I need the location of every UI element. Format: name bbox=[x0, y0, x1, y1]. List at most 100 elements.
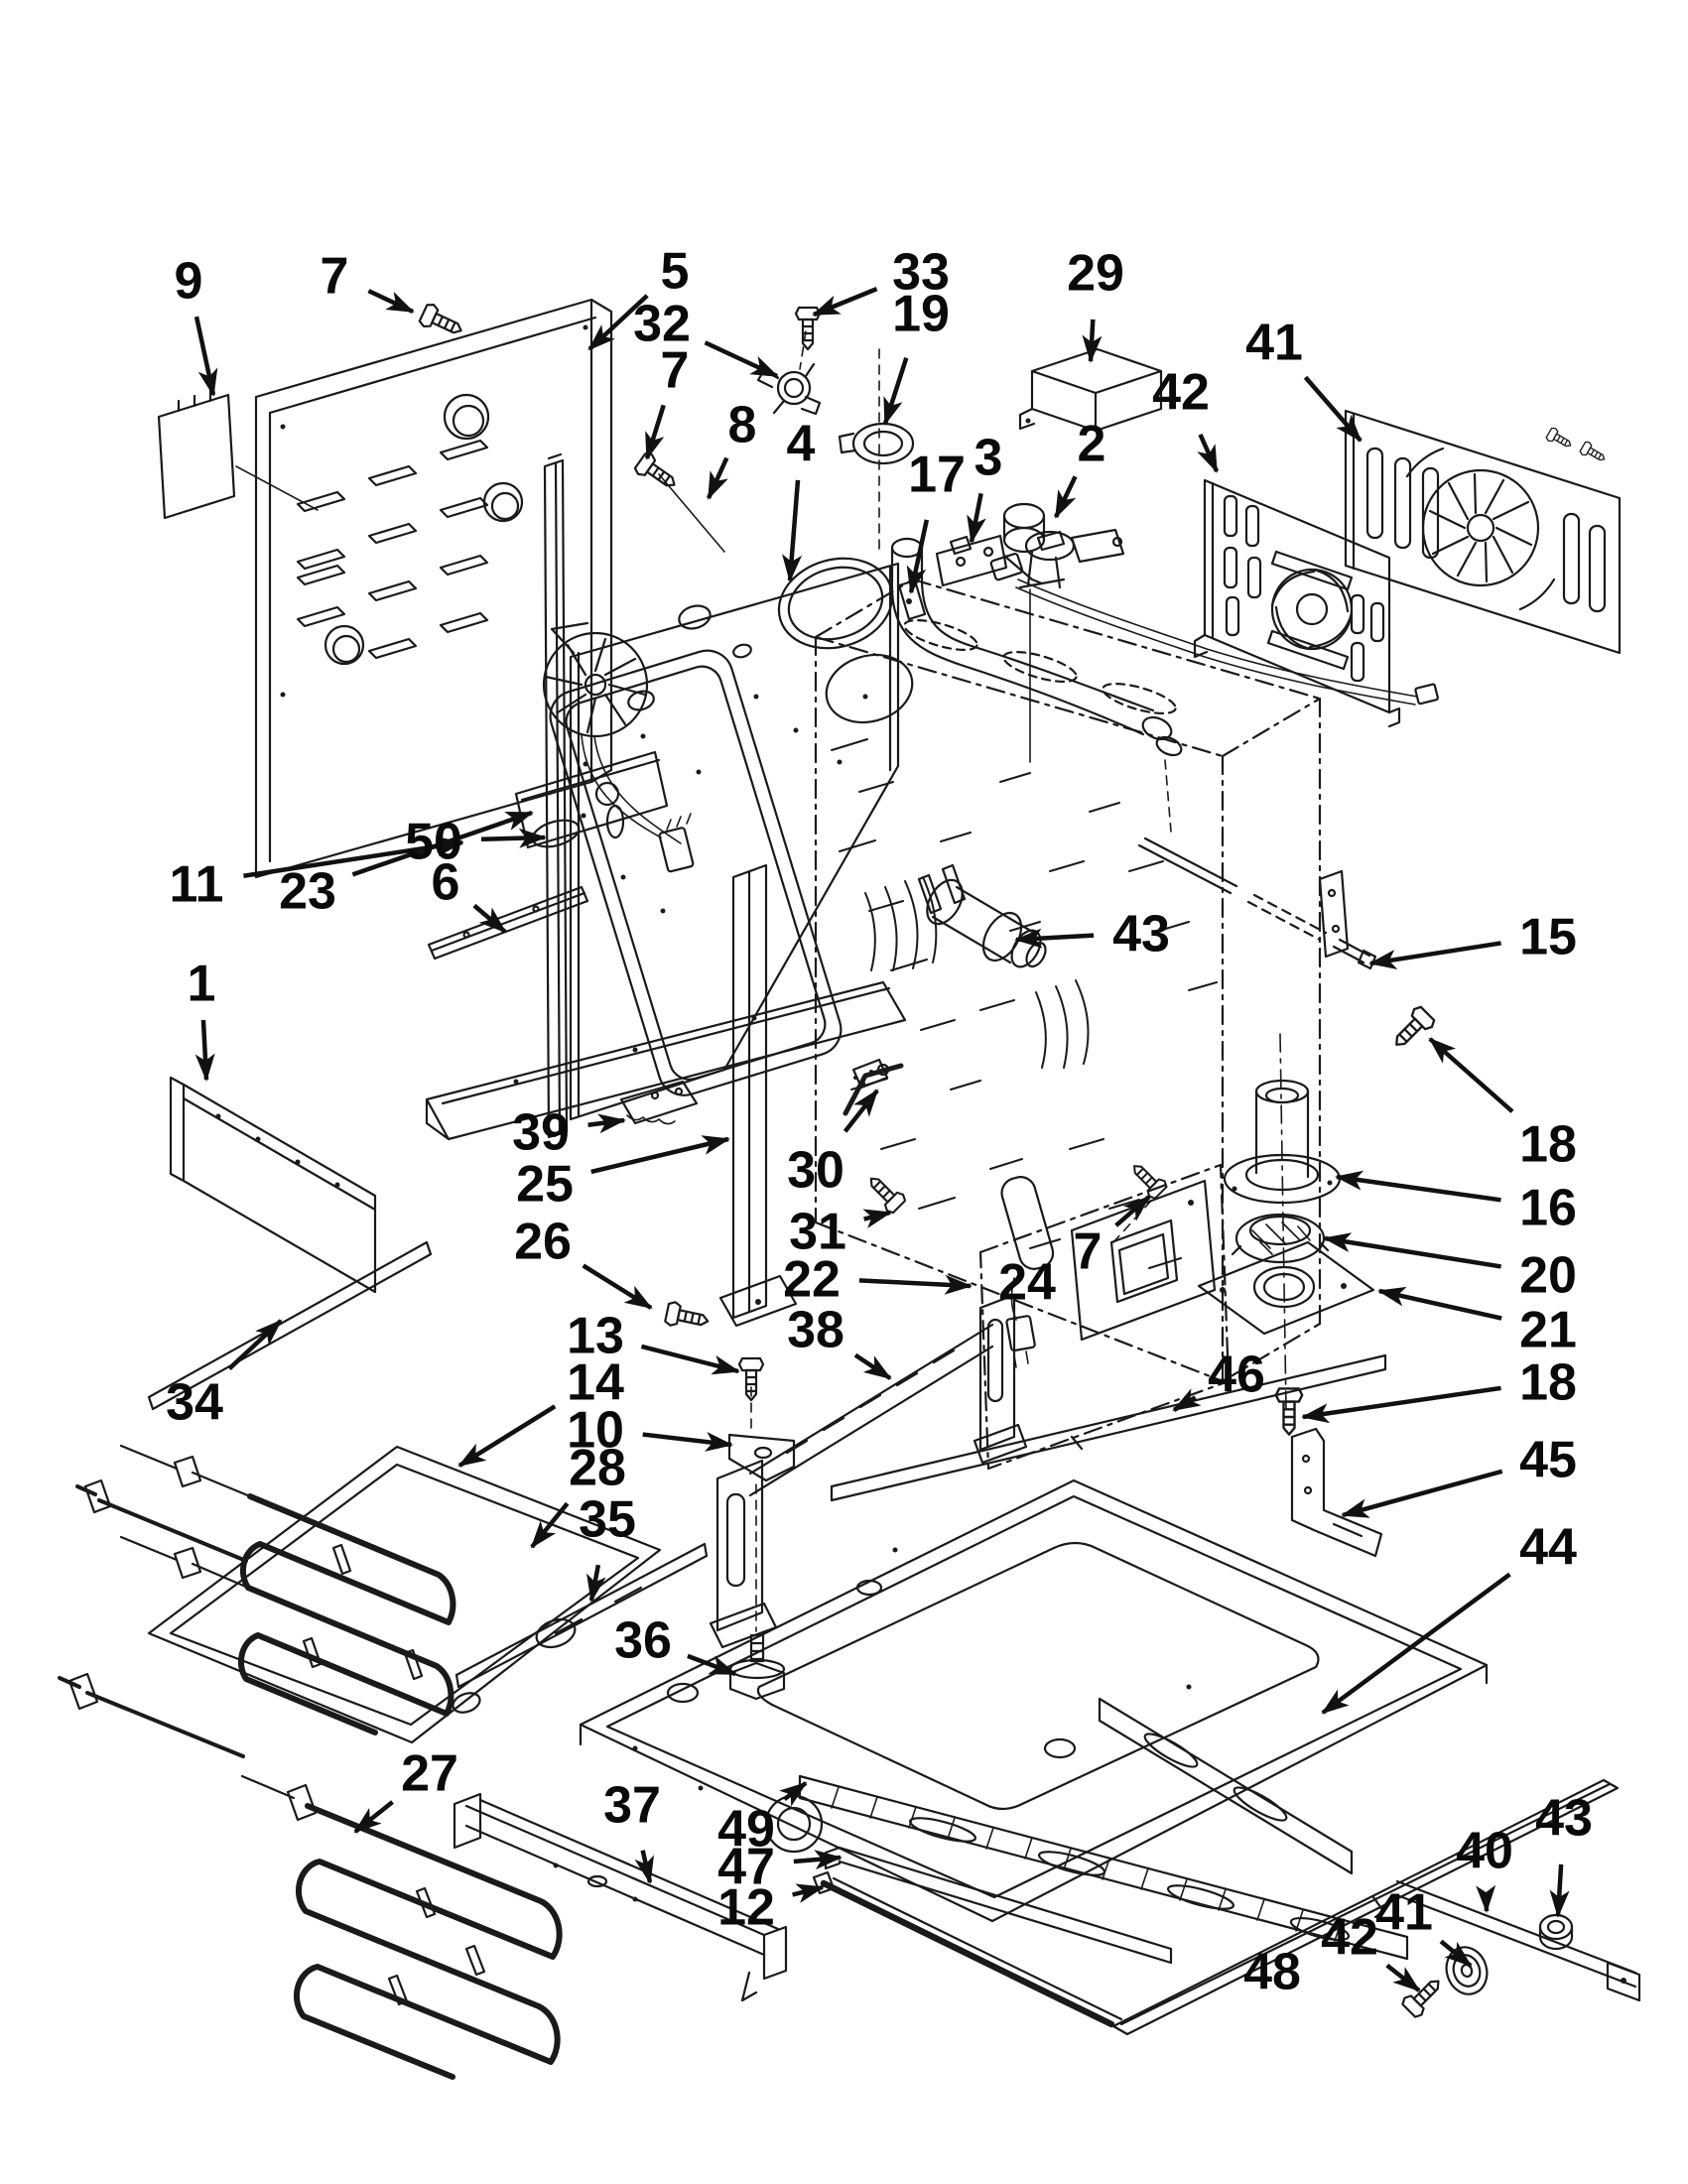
part-number-label: 12 bbox=[717, 1879, 775, 1937]
leader-arrow bbox=[587, 294, 649, 351]
callout-42-13: 42 bbox=[1152, 364, 1220, 473]
callout-22-25: 22 bbox=[783, 1251, 973, 1309]
leader-arrow bbox=[587, 1113, 626, 1134]
leader-arrow bbox=[1321, 1572, 1511, 1715]
leader-arrow bbox=[634, 1850, 654, 1884]
callout-23-16: 23 bbox=[279, 810, 534, 921]
leader-arrow bbox=[792, 1883, 825, 1903]
screw-fasteners bbox=[417, 301, 1609, 2020]
drawer-glide-group bbox=[798, 1697, 1409, 2028]
leader-arrow bbox=[882, 357, 909, 426]
part-number-label: 41 bbox=[1245, 315, 1303, 372]
leader-arrow bbox=[1428, 1037, 1514, 1113]
part-number-label: 21 bbox=[1519, 1302, 1577, 1359]
part-number-label: 40 bbox=[1456, 1823, 1513, 1880]
leader-arrow bbox=[853, 1352, 892, 1380]
part-number-label: 38 bbox=[787, 1302, 844, 1359]
leader-arrow bbox=[530, 1501, 570, 1549]
part-number-label: 33 bbox=[892, 244, 950, 302]
part-number-label: 5 bbox=[661, 243, 690, 301]
broil-element-assembly bbox=[75, 1444, 709, 1744]
part-number-label: 8 bbox=[728, 397, 757, 454]
callout-28-42: 28 bbox=[530, 1440, 626, 1549]
part-number-label: 18 bbox=[1519, 1354, 1577, 1412]
leader-arrow bbox=[782, 479, 803, 582]
callout-4-6: 4 bbox=[782, 416, 816, 582]
leader-arrow bbox=[642, 1432, 733, 1452]
access-cover bbox=[157, 389, 319, 520]
callout-37-46: 37 bbox=[603, 1777, 661, 1884]
callout-41-52: 41 bbox=[1375, 1884, 1473, 1968]
convection-motor bbox=[917, 863, 1047, 968]
support-rod bbox=[1137, 836, 1377, 970]
leader-arrow bbox=[1335, 1170, 1501, 1203]
rear-cover-panel bbox=[1193, 478, 1401, 728]
leader-arrow bbox=[1341, 1469, 1503, 1518]
leader-arrow bbox=[1172, 1388, 1202, 1412]
leader-arrow bbox=[779, 1781, 808, 1807]
callout-16-31: 16 bbox=[1335, 1170, 1577, 1237]
fuse-kit-dashed-box bbox=[978, 1163, 1231, 1471]
callout-15-29: 15 bbox=[1368, 909, 1577, 969]
oven-liner bbox=[549, 557, 914, 1121]
callout-45-36: 45 bbox=[1341, 1432, 1577, 1518]
callout-18-34: 18 bbox=[1301, 1354, 1577, 1424]
part-number-label: 2 bbox=[1078, 416, 1106, 473]
part-number-label: 16 bbox=[1519, 1180, 1577, 1237]
part-number-label: 3 bbox=[974, 430, 1003, 487]
callout-49-47: 49 bbox=[717, 1781, 808, 1859]
callout-7-1: 7 bbox=[321, 248, 415, 315]
callout-39-20: 39 bbox=[512, 1104, 626, 1162]
cavity-wrap-dashed bbox=[814, 553, 1439, 1383]
callout-43-54: 43 bbox=[1535, 1790, 1593, 1918]
leader-arrow bbox=[906, 519, 930, 594]
part-number-label: 34 bbox=[166, 1374, 223, 1432]
part-number-label: 13 bbox=[567, 1308, 624, 1365]
callout-48-50: 48 bbox=[1243, 1944, 1301, 2001]
parts-artwork bbox=[58, 298, 1641, 2080]
leader-arrow bbox=[687, 1653, 737, 1677]
part-number-label: 30 bbox=[787, 1142, 844, 1200]
part-number-label: 18 bbox=[1519, 1116, 1577, 1174]
part-number-label: 43 bbox=[1112, 906, 1170, 964]
callout-40-53: 40 bbox=[1456, 1823, 1513, 1913]
callout-34-38: 34 bbox=[166, 1319, 283, 1432]
callout-1-19: 1 bbox=[188, 956, 216, 1082]
leader-arrow bbox=[704, 340, 779, 379]
leader-arrow bbox=[367, 289, 415, 315]
callout-41-14: 41 bbox=[1245, 315, 1363, 443]
leader-arrow bbox=[858, 1274, 973, 1295]
part-number-label: 36 bbox=[614, 1612, 672, 1670]
leader-arrow bbox=[195, 1019, 215, 1082]
callout-36-44: 36 bbox=[614, 1612, 737, 1677]
callout-35-43: 35 bbox=[579, 1491, 636, 1603]
part-number-label: 31 bbox=[789, 1204, 846, 1261]
leader-arrow bbox=[862, 1209, 892, 1228]
part-number-label: 1 bbox=[188, 956, 216, 1013]
callout-8-5: 8 bbox=[706, 397, 757, 500]
leader-arrow bbox=[1197, 433, 1220, 473]
vent-flange-stack bbox=[1197, 1033, 1375, 1410]
callout-47-48: 47 bbox=[717, 1839, 843, 1896]
leader-arrow bbox=[472, 903, 507, 934]
leader-arrow bbox=[1114, 1195, 1151, 1227]
flat-bar bbox=[830, 1353, 1387, 1502]
lock-lever bbox=[843, 1058, 904, 1116]
part-number-label: 44 bbox=[1519, 1519, 1577, 1577]
callout-44-37: 44 bbox=[1321, 1519, 1577, 1715]
callout-14-40: 14 bbox=[457, 1354, 624, 1468]
leader-arrow bbox=[1439, 1939, 1473, 1968]
part-number-label: 32 bbox=[633, 296, 691, 353]
part-number-label: 7 bbox=[1074, 1223, 1103, 1281]
shelf-and-bracket bbox=[425, 980, 907, 1141]
part-number-label: 22 bbox=[783, 1251, 841, 1309]
part-number-label: 26 bbox=[514, 1214, 572, 1271]
part-number-label: 37 bbox=[603, 1777, 661, 1835]
part-number-label: 14 bbox=[567, 1354, 624, 1412]
callout-2-11: 2 bbox=[1053, 416, 1106, 519]
part-number-label: 42 bbox=[1321, 1909, 1378, 1967]
part-number-label: 35 bbox=[579, 1491, 636, 1549]
base-pan bbox=[579, 1478, 1489, 1923]
